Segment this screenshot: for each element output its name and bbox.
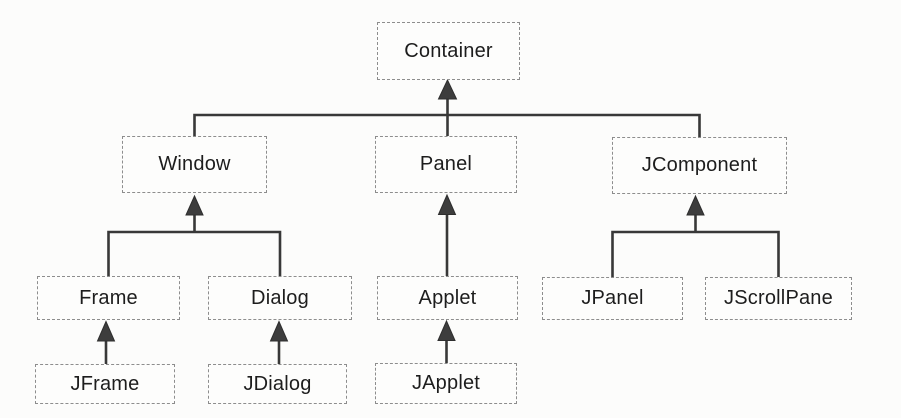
- arrowhead-jcomponent: [686, 194, 705, 216]
- node-dialog: Dialog: [208, 276, 352, 320]
- node-jdialog: JDialog: [208, 364, 347, 404]
- edge-group-window-children: [107, 194, 282, 277]
- edge-panel-applet: [437, 193, 457, 277]
- edge-group-jcomponent-children: [611, 194, 780, 278]
- node-container: Container: [377, 22, 520, 80]
- edge-dialog-jdialog: [269, 320, 289, 364]
- node-panel: Panel: [375, 136, 517, 193]
- bracket-jcomponent: [611, 230, 780, 278]
- arrowhead-window: [185, 194, 204, 216]
- edge-group-container-children: [193, 78, 701, 138]
- node-jcomponent: JComponent: [612, 137, 787, 194]
- arrowhead-applet: [437, 319, 456, 341]
- node-applet: Applet: [377, 276, 518, 320]
- node-window: Window: [122, 136, 267, 193]
- node-jpanel: JPanel: [542, 277, 683, 320]
- bracket-window: [107, 230, 282, 277]
- arrowhead-panel: [437, 193, 457, 215]
- edge-frame-jframe: [96, 320, 116, 364]
- arrowhead-container: [437, 78, 458, 100]
- node-jscrollpane: JScrollPane: [705, 277, 852, 320]
- arrowhead-frame: [96, 320, 116, 342]
- node-jframe: JFrame: [35, 364, 175, 404]
- node-frame: Frame: [37, 276, 180, 320]
- edge-applet-japplet: [437, 319, 456, 363]
- arrowhead-dialog: [269, 320, 289, 342]
- node-japplet: JApplet: [375, 363, 517, 404]
